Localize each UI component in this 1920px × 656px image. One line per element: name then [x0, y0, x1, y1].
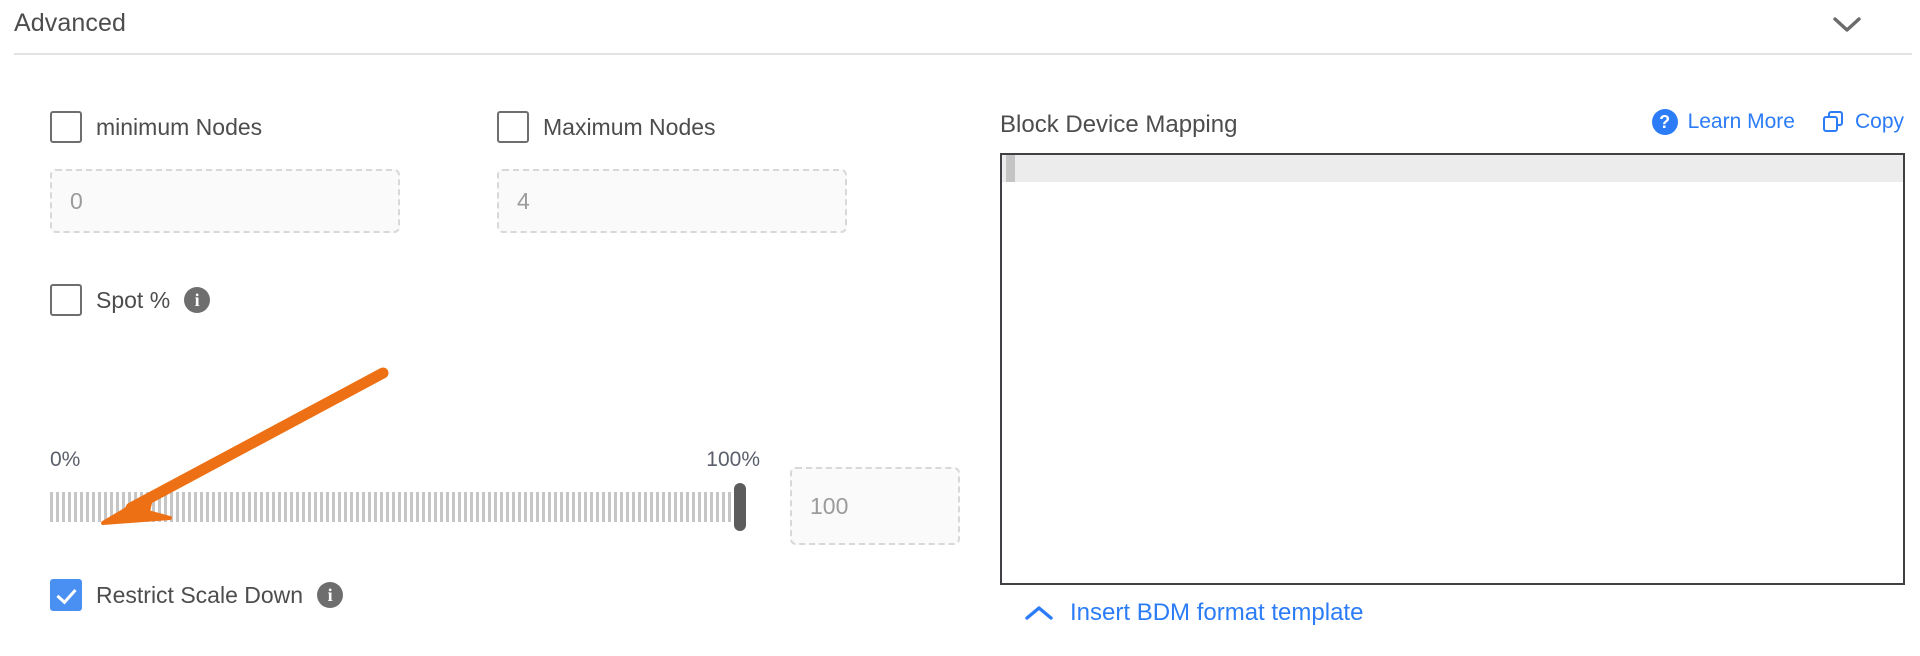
bdm-actions: ? Learn More Copy — [1651, 109, 1904, 135]
spot-percent-label: Spot % — [96, 286, 171, 313]
spot-percent-value-input[interactable] — [790, 467, 960, 545]
block-device-mapping-panel: Block Device Mapping ? Learn More Copy I… — [1000, 53, 1920, 656]
restrict-scale-down-row: Restrict Scale Down i — [50, 578, 344, 612]
chevron-down-icon — [1833, 17, 1861, 32]
header-divider — [14, 53, 1912, 55]
max-nodes-checkbox[interactable] — [497, 111, 529, 143]
editor-active-line-highlight — [1002, 155, 1903, 182]
collapse-section-button[interactable] — [1829, 10, 1865, 40]
restrict-scale-down-info-icon[interactable]: i — [317, 582, 344, 608]
insert-bdm-template-label: Insert BDM format template — [1070, 599, 1364, 626]
advanced-left-column: minimum Nodes Maximum Nodes Spot % i 0% … — [0, 53, 960, 656]
max-nodes-input[interactable] — [497, 169, 847, 233]
chevron-up-icon — [1025, 606, 1053, 620]
spot-percent-info-icon[interactable]: i — [184, 287, 211, 313]
slider-max-label: 100% — [706, 448, 760, 471]
learn-more-link[interactable]: ? Learn More — [1651, 109, 1795, 135]
min-nodes-row: minimum Nodes — [50, 110, 262, 144]
max-nodes-label: Maximum Nodes — [543, 113, 716, 140]
min-nodes-input[interactable] — [50, 169, 400, 233]
copy-button[interactable]: Copy — [1822, 110, 1904, 134]
block-device-mapping-title: Block Device Mapping — [1000, 111, 1238, 138]
page-title: Advanced — [14, 9, 126, 37]
learn-more-label: Learn More — [1687, 110, 1795, 133]
help-circle-icon: ? — [1651, 109, 1678, 135]
min-nodes-checkbox[interactable] — [50, 111, 82, 143]
restrict-scale-down-checkbox[interactable] — [50, 579, 82, 611]
copy-label: Copy — [1854, 110, 1904, 133]
slider-min-label: 0% — [50, 448, 81, 471]
spot-percent-slider-thumb[interactable] — [734, 483, 746, 531]
editor-gutter — [1006, 155, 1015, 182]
spot-percent-slider-track[interactable] — [50, 492, 740, 522]
copy-icon — [1822, 111, 1845, 133]
restrict-scale-down-label: Restrict Scale Down — [96, 581, 304, 608]
bdm-code-editor[interactable] — [1000, 153, 1905, 585]
insert-bdm-template-link[interactable]: Insert BDM format template — [1024, 599, 1363, 627]
spot-percent-checkbox[interactable] — [50, 284, 82, 316]
min-nodes-label: minimum Nodes — [96, 113, 263, 140]
spot-percent-row: Spot % i — [50, 283, 211, 317]
max-nodes-row: Maximum Nodes — [497, 110, 716, 144]
advanced-section-header: Advanced — [0, 0, 1920, 53]
spot-percent-slider-group: 0% 100% — [50, 448, 770, 538]
